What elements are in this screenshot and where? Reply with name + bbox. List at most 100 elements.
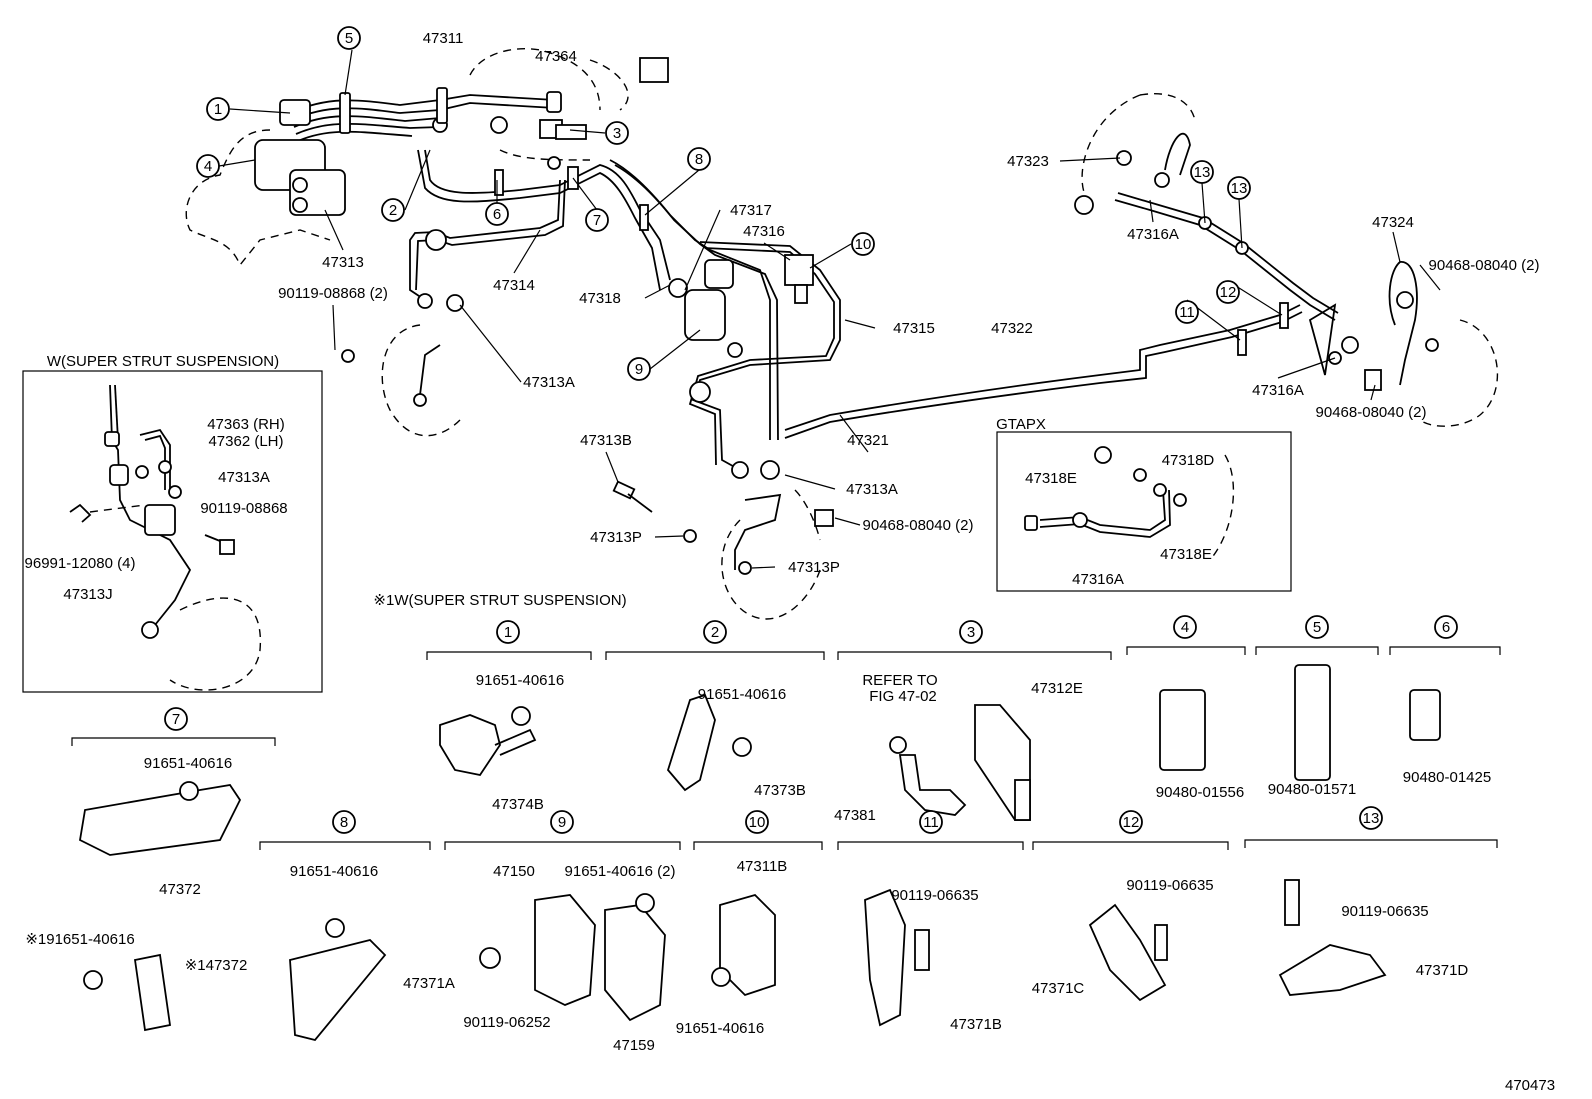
part-label: 47316 — [743, 223, 785, 240]
callout-text: 5 — [1313, 619, 1321, 636]
callout-circle-3: 3 — [605, 121, 629, 145]
callout-circle-9: 9 — [550, 810, 574, 834]
part-label: 91651-40616 — [476, 672, 564, 689]
callout-circle-9: 9 — [627, 357, 651, 381]
part-label: 47371C — [1032, 980, 1085, 997]
part-label: 47371D — [1416, 962, 1469, 979]
callout-text: 47311B — [737, 858, 788, 875]
master-cylinder — [254, 99, 346, 216]
callout-text: 47373B — [754, 782, 806, 799]
callout-circle-5: 5 — [337, 26, 361, 50]
group-brackets — [71, 646, 1501, 850]
callout-circle-5: 5 — [1305, 615, 1329, 639]
callout-circle-12: 12 — [1119, 810, 1143, 834]
callout-text: 47312E — [1031, 680, 1083, 697]
callout-ring — [959, 620, 983, 644]
callout-text: 96991-12080 (4) — [25, 555, 136, 572]
part-label: 90468-08040 (2) — [863, 517, 974, 534]
callout-ring — [196, 154, 220, 178]
callout-text: 10 — [855, 236, 872, 253]
callout-text: 6 — [493, 206, 501, 223]
tube-bundle-left — [289, 94, 1339, 471]
callout-ring — [1119, 810, 1143, 834]
callout-text: 47322 — [991, 320, 1033, 337]
part-label: 47371A — [403, 975, 455, 992]
callout-text: 91651-40616 — [698, 686, 786, 703]
callout-ring — [1227, 176, 1251, 200]
inset-gtapx — [996, 431, 1292, 592]
part-label: FIG 47-02 — [869, 688, 937, 705]
part-label: 47363 (RH) — [207, 416, 285, 433]
callout-text: 47381 — [834, 807, 876, 824]
callout-text: 47371D — [1416, 962, 1469, 979]
callout-text: 9 — [635, 361, 643, 378]
part-label: 90468-08040 (2) — [1316, 404, 1427, 421]
callout-ring — [206, 97, 230, 121]
callout-text: 12 — [1123, 814, 1140, 831]
part-label: 90480-01425 — [1403, 769, 1491, 786]
part-label: 47318E — [1025, 470, 1077, 487]
part-label: 47315 — [893, 320, 935, 337]
callout-ring — [585, 208, 609, 232]
part-label: 90119-06635 — [891, 887, 978, 904]
part-label: 47323 — [1007, 153, 1049, 170]
part-label: 47313P — [788, 559, 840, 576]
part-label: 47313 — [322, 254, 364, 271]
part-label: 47321 — [847, 432, 889, 449]
callout-text: 47363 (RH) — [207, 416, 285, 433]
callout-text: 47313A — [523, 374, 575, 391]
callout-text: ※1W(SUPER STRUT SUSPENSION) — [373, 592, 626, 609]
engine-outline — [185, 48, 669, 267]
callout-circle-13: 13 — [1359, 806, 1383, 830]
part-label: 47313A — [846, 481, 898, 498]
callout-text: 47374B — [492, 796, 544, 813]
callout-text: 6 — [1442, 619, 1450, 636]
detail-parts — [79, 664, 1441, 1042]
callout-ring — [1305, 615, 1329, 639]
part-label: 90119-08868 — [200, 500, 287, 517]
callout-text: 1 — [504, 624, 512, 641]
part-label: ※191651-40616 — [25, 931, 134, 948]
callout-text: 47324 — [1372, 214, 1414, 231]
tube-fittings — [417, 91, 1439, 527]
callout-ring — [337, 26, 361, 50]
callout-text: 5 — [345, 30, 353, 47]
callout-ring — [627, 357, 651, 381]
callout-text: 10 — [749, 814, 766, 831]
callout-text: 91651-40616 — [144, 755, 232, 772]
part-label: ※1W(SUPER STRUT SUSPENSION) — [373, 592, 626, 609]
callout-text: 47318E — [1025, 470, 1077, 487]
callout-text: 47313P — [788, 559, 840, 576]
callout-ring — [1190, 160, 1214, 184]
callout-circle-13: 13 — [1190, 160, 1214, 184]
callout-ring — [919, 810, 943, 834]
callout-circle-4: 4 — [196, 154, 220, 178]
part-label: 47313A — [218, 469, 270, 486]
callout-text: 90119-08868 (2) — [278, 285, 388, 302]
callout-ring — [851, 232, 875, 256]
part-label: 47364 — [535, 48, 577, 65]
callout-ring — [1175, 300, 1199, 324]
callout-text: W(SUPER STRUT SUSPENSION) — [47, 353, 279, 370]
part-label: 47322 — [991, 320, 1033, 337]
callout-circle-1: 1 — [206, 97, 230, 121]
callout-circle-7: 7 — [585, 208, 609, 232]
callout-ring — [1216, 280, 1240, 304]
part-label: 47316A — [1127, 226, 1179, 243]
leader-lines — [218, 49, 1441, 569]
callout-text: 47311 — [423, 30, 464, 47]
callout-text: ※147372 — [185, 957, 248, 974]
part-label: 47314 — [493, 277, 535, 294]
callout-text: 7 — [172, 711, 180, 728]
callout-text: 12 — [1220, 284, 1237, 301]
callout-text: 90119-08868 — [200, 500, 287, 517]
callout-ring — [381, 198, 405, 222]
part-label: 47373B — [754, 782, 806, 799]
callout-circle-8: 8 — [332, 810, 356, 834]
callout-circle-2: 2 — [703, 620, 727, 644]
callout-text: 47321 — [847, 432, 889, 449]
part-label: 47374B — [492, 796, 544, 813]
callout-text: 90119-06635 — [891, 887, 978, 904]
part-label: 47313P — [590, 529, 642, 546]
